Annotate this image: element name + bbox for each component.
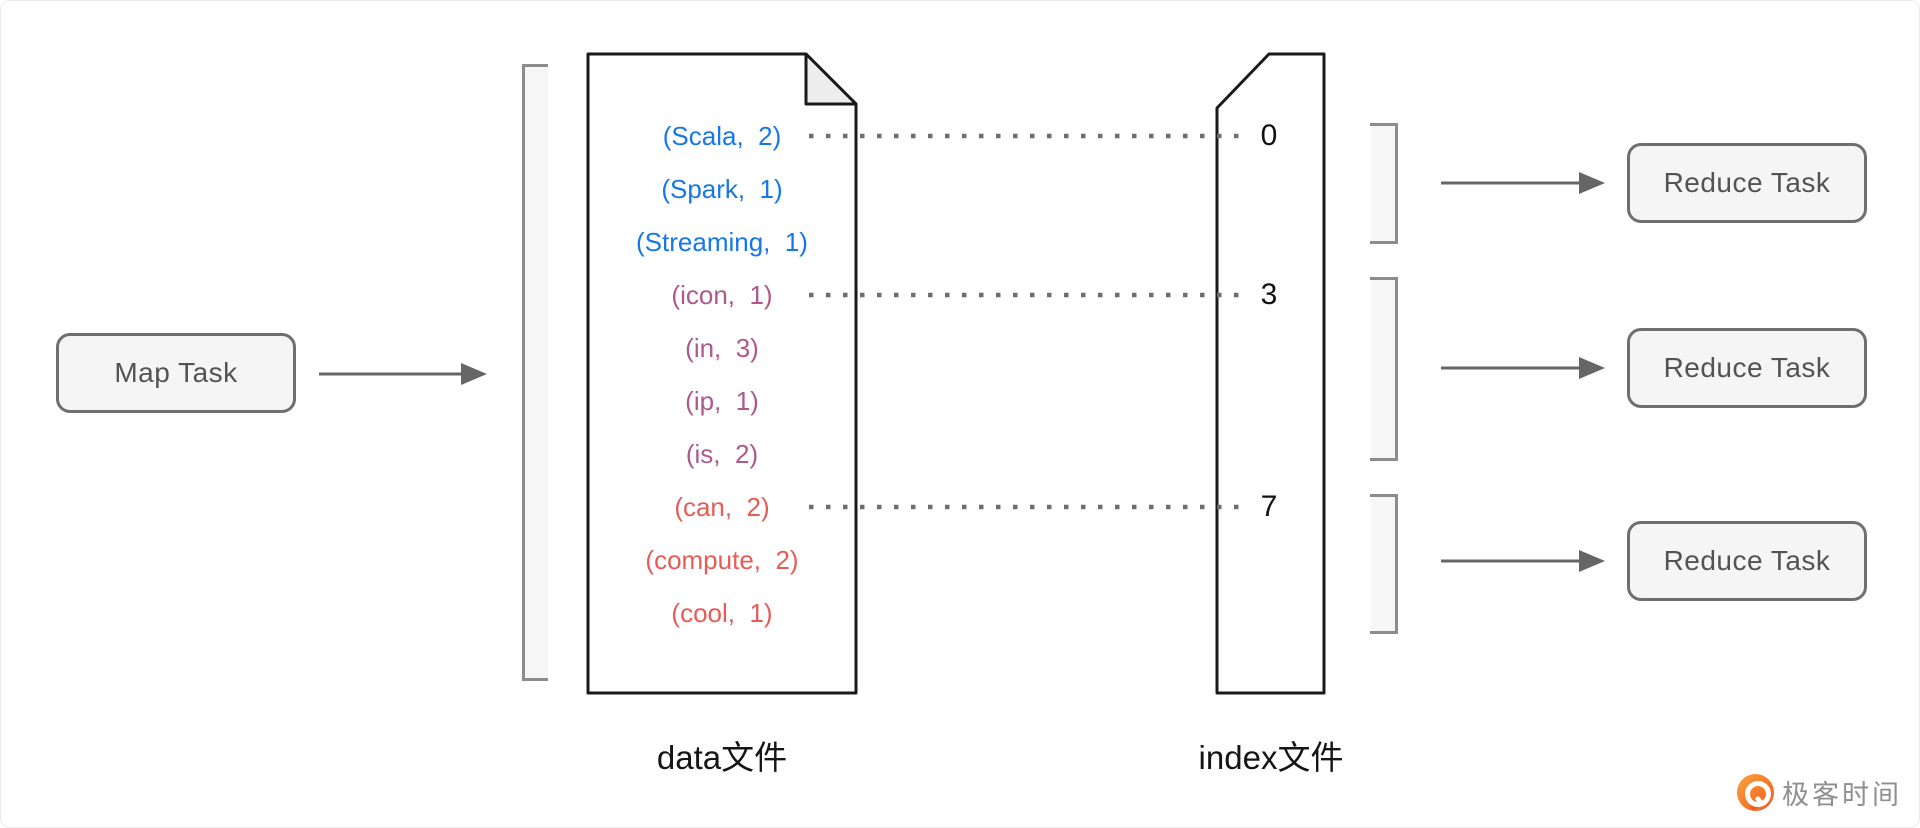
partition-bracket-2	[1370, 277, 1398, 461]
map-to-data-arrow	[319, 363, 487, 385]
reduce-task-label: Reduce Task	[1663, 545, 1831, 576]
reduce-task-box-2: Reduce Task	[1627, 328, 1867, 408]
data-file-caption: data文件	[656, 739, 788, 776]
partition-bracket-1	[1370, 123, 1398, 244]
geektime-logo: 极客时间	[1737, 773, 1902, 814]
partition-3-to-reduce-arrow	[1441, 550, 1605, 572]
data-file-shape	[586, 52, 858, 695]
partition-bracket-2-fill	[1371, 277, 1398, 461]
partition-bracket-3	[1370, 494, 1398, 634]
partition-1-to-reduce-arrow	[1441, 172, 1605, 194]
data-file-bracket-fill	[522, 64, 548, 681]
index-offset: 0	[1260, 119, 1278, 152]
map-task-box: Map Task	[56, 333, 296, 413]
index-file-shape	[1215, 52, 1326, 695]
reduce-task-box-1: Reduce Task	[1627, 143, 1867, 223]
partition-bracket-3-fill	[1371, 494, 1398, 634]
reduce-task-box-3: Reduce Task	[1627, 521, 1867, 601]
data-file-bracket	[522, 64, 548, 681]
index-offset: 3	[1260, 278, 1278, 311]
index-offset: 7	[1260, 490, 1278, 523]
reduce-task-label: Reduce Task	[1663, 352, 1831, 383]
geektime-logo-text: 极客时间	[1782, 780, 1902, 810]
index-file-caption: index文件	[1198, 739, 1344, 776]
geektime-logo-icon	[1737, 774, 1774, 814]
reduce-task-label: Reduce Task	[1663, 167, 1831, 198]
partition-bracket-1-fill	[1371, 123, 1398, 244]
map-task-label: Map Task	[114, 357, 238, 388]
data-file-folded-corner	[804, 52, 858, 106]
partition-2-to-reduce-arrow	[1441, 357, 1605, 379]
